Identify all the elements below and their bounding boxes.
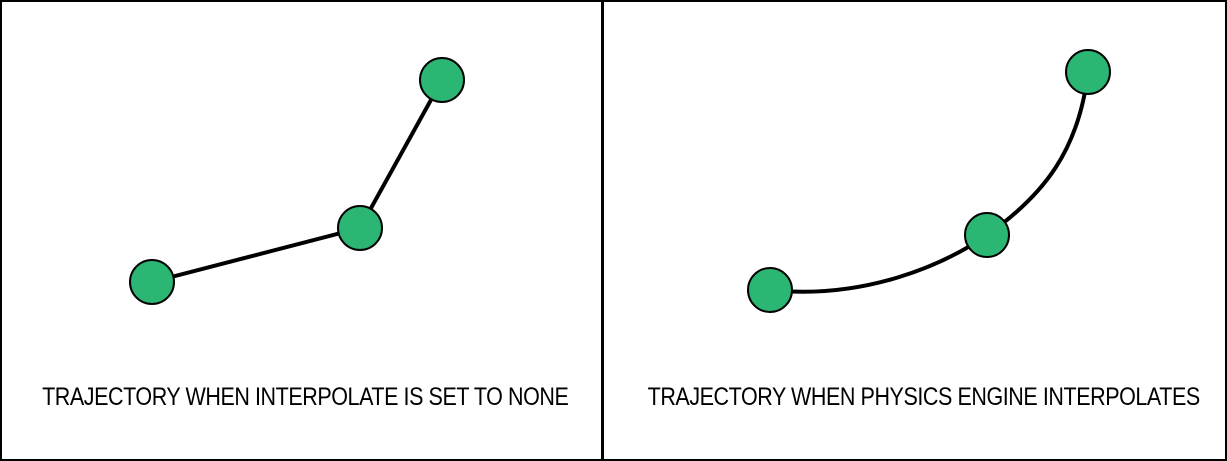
- trajectory-line-curved: [768, 70, 1090, 294]
- caption-physics-interpolation: TRAJECTORY WHEN PHYSICS ENGINE INTERPOLA…: [647, 383, 1201, 411]
- no-interpolation-trajectory: [129, 57, 465, 305]
- trajectory-point-1: [129, 259, 175, 305]
- trajectory-point-2: [964, 212, 1010, 258]
- trajectory-line-straight: [150, 78, 444, 284]
- panel-no-interpolation: TRAJECTORY WHEN INTERPOLATE IS SET TO NO…: [0, 0, 601, 461]
- trajectory-point-2: [337, 205, 383, 251]
- interpolated-trajectory: [747, 49, 1111, 313]
- trajectory-point-1: [747, 267, 793, 313]
- panel-divider: [601, 0, 604, 461]
- trajectory-point-3: [419, 57, 465, 103]
- caption-no-interpolation: TRAJECTORY WHEN INTERPOLATE IS SET TO NO…: [42, 383, 569, 411]
- trajectory-point-3: [1065, 49, 1111, 95]
- panel-physics-interpolation: TRAJECTORY WHEN PHYSICS ENGINE INTERPOLA…: [604, 0, 1227, 461]
